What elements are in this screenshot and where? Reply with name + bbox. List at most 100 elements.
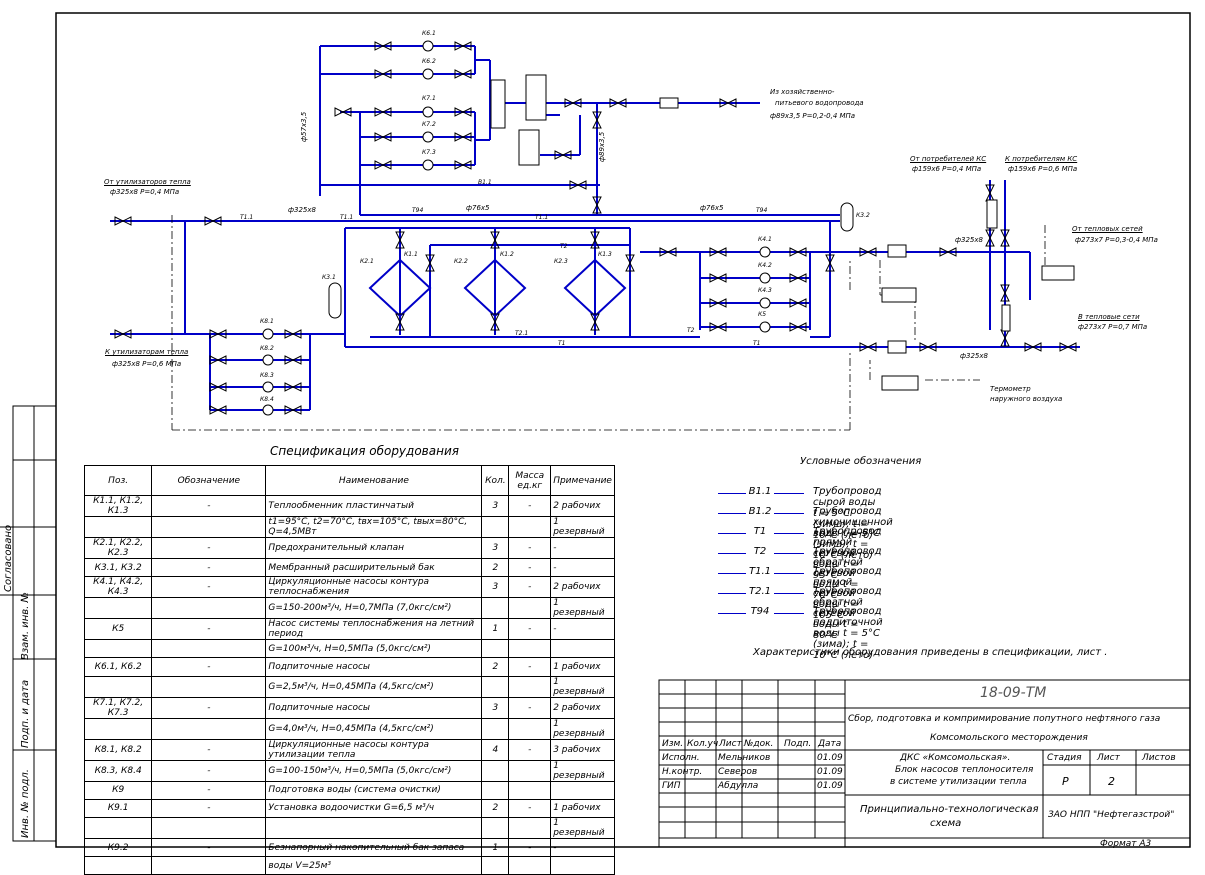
tb-format: Формат А3 <box>1100 839 1152 849</box>
tb-col-sign: Подп. <box>784 739 812 749</box>
table-cell: G=100-150м³/ч, H=0,5МПа (5,0кгс/см²) <box>265 759 483 782</box>
table-cell: 3 <box>481 537 510 559</box>
table-row: К8.3, К8.4-G=100-150м³/ч, H=0,5МПа (5,0к… <box>83 759 615 782</box>
table-cell: - <box>508 696 552 719</box>
linetag-b11: В1.1 <box>478 179 492 186</box>
linetag-t21: Т2.1 <box>515 330 529 337</box>
legend-code: В1.2 <box>748 506 772 517</box>
tag-k2-3: К2.3 <box>554 258 568 265</box>
table-cell <box>550 856 615 875</box>
drawing-sheet: От утилизаторов тепла ф325х8 P=0,4 МПа К… <box>0 12 1191 875</box>
tag-k8-4: К8.4 <box>260 396 274 403</box>
legend-line <box>718 593 746 594</box>
tb-date-3: 01.09 <box>817 781 843 791</box>
label-from-consumers: От потребителей КС <box>910 155 987 163</box>
label-to-util-heat: К утилизаторам тепла <box>105 348 189 356</box>
table-row: G=2,5м³/ч, H=0,45МПа (4,5кгс/см²)1 резер… <box>83 675 615 698</box>
label-thermometer2: наружного воздуха <box>990 395 1063 403</box>
tag-k2-1: К2.1 <box>360 258 374 265</box>
label-from-util-heat: От утилизаторов тепла <box>104 178 191 186</box>
table-cell <box>481 516 510 538</box>
legend-title: Условные обозначения <box>800 456 922 467</box>
side-sign-date: Подп. и дата <box>20 679 31 748</box>
legend-desc: Трубопровод химочищенной воды t = 5°C (з… <box>813 506 893 561</box>
label-d325-bottom: ф325х8 <box>960 352 988 360</box>
table-cell: G=100м³/ч, H=0,5МПа (5,0кгс/см²) <box>265 639 483 659</box>
table-cell: К7.1, К7.2, К7.3 <box>83 696 153 719</box>
legend-line <box>718 513 746 514</box>
linetag-t11-b: Т1.1 <box>340 214 354 221</box>
spec-header-cell: Масса ед.кг <box>508 465 552 496</box>
tag-k1-3: К1.3 <box>598 251 612 258</box>
equipment-note: Характеристики оборудования приведены в … <box>753 647 1108 658</box>
legend-code: Т1 <box>753 526 767 537</box>
table-cell: - <box>550 618 615 641</box>
linetag-t1-b: Т1 <box>753 340 761 347</box>
table-cell: К9.1 <box>83 798 153 818</box>
table-cell <box>83 856 153 875</box>
table-row: К5-Насос системы теплоснабжения на летни… <box>83 618 615 641</box>
tb-col-list: Лист <box>719 739 742 749</box>
spec-header-cell: Обозначение <box>151 465 267 496</box>
tag-k4-3: К4.3 <box>758 287 772 294</box>
table-row: К8.1, К8.2-Циркуляционные насосы контура… <box>83 738 615 761</box>
table-cell <box>151 639 267 659</box>
table-row: 1 резервный <box>83 816 615 839</box>
table-cell: Мембранный расширительный бак <box>265 557 483 578</box>
tag-k6-1: К6.1 <box>422 30 436 37</box>
table-cell <box>83 717 153 740</box>
legend-desc: Трубопровод обратной сетевой воды t = 70… <box>813 546 882 601</box>
table-cell <box>508 856 552 875</box>
table-cell <box>508 717 552 740</box>
legend-line <box>774 593 804 594</box>
legend-line <box>774 613 804 614</box>
table-cell: - <box>508 495 552 517</box>
table-cell <box>550 639 615 659</box>
tag-k2-2: К2.2 <box>454 258 468 265</box>
label-from-heat-net: От тепловых сетей <box>1072 225 1143 233</box>
table-cell <box>481 717 510 740</box>
label-d89: ф89х3,5 <box>598 131 606 162</box>
legend-line <box>718 533 746 534</box>
spec-header-row: Поз. Обозначение Наименование Кол. Масса… <box>83 465 615 496</box>
legend-line <box>774 493 804 494</box>
table-cell: 2 рабочих <box>550 696 615 719</box>
tag-k7-1: К7.1 <box>422 95 436 102</box>
linetag-t2-a: Т2 <box>560 243 568 250</box>
table-cell <box>481 597 510 620</box>
linetag-t94-b: Т94 <box>756 207 768 214</box>
table-cell <box>151 597 267 620</box>
table-cell <box>481 639 510 659</box>
table-cell: Подготовка воды (система очистки) <box>265 780 483 800</box>
side-stamp-grid <box>0 405 57 842</box>
spec-header-cell: Примечание <box>550 465 615 496</box>
table-cell: 2 <box>481 798 510 818</box>
legend-code: Т1.1 <box>748 566 771 577</box>
table-cell: 1 резервный <box>550 675 615 698</box>
table-row: воды V=25м³ <box>83 856 615 875</box>
project-title2: Комсомольского месторождения <box>930 733 1088 743</box>
legend-desc: Трубопровод прямой сетевой воды t = 105°… <box>813 566 882 621</box>
table-cell: 3 <box>481 576 510 599</box>
table-cell <box>508 516 552 538</box>
table-cell: - <box>550 557 615 578</box>
legend-desc: Трубопровод прямой сетевой воды t = 95°C <box>813 526 882 581</box>
table-cell <box>83 816 153 839</box>
table-row: G=100м³/ч, H=0,5МПа (5,0кгс/см²) <box>83 639 615 659</box>
linetag-t2-b: Т2 <box>687 327 695 334</box>
label-to-heat-net: В тепловые сети <box>1078 313 1140 321</box>
table-cell: 2 <box>481 657 510 677</box>
linetag-t1-a: Т1 <box>558 340 566 347</box>
table-cell: - <box>151 780 267 800</box>
vessels <box>328 74 1075 391</box>
table-cell <box>151 856 267 875</box>
legend-desc: Трубопровод обратной сетевой воды t = 80… <box>813 586 882 641</box>
legend-line <box>718 553 746 554</box>
table-cell: - <box>508 618 552 641</box>
table-cell: К2.1, К2.2, К2.3 <box>83 537 153 559</box>
table-cell: 3 <box>481 696 510 719</box>
table-cell: - <box>151 618 267 641</box>
tb-sheet-label: Лист <box>1097 753 1120 763</box>
table-cell: 2 <box>481 557 510 578</box>
label-from-heat-net-spec: ф273х7 P=0,3-0,4 МПа <box>1075 236 1158 244</box>
